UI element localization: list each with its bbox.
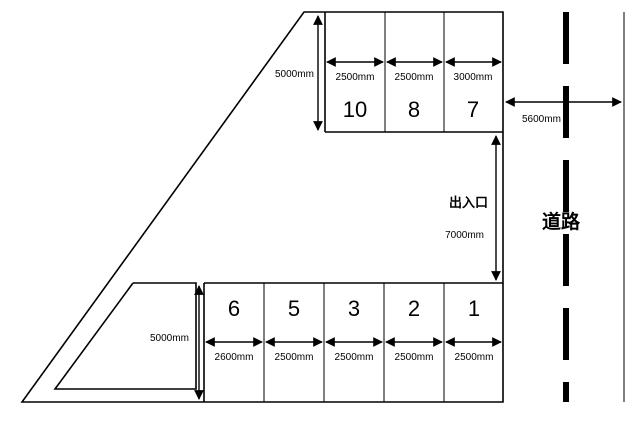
bottom-depth-label: 5000mm — [150, 333, 189, 344]
road-label: 道路 — [542, 210, 581, 233]
space-width-label: 2500mm — [335, 352, 374, 363]
lot-outline — [20, 11, 504, 403]
space-number-1: 1 — [468, 296, 480, 321]
space-width-label: 2500mm — [336, 72, 375, 83]
space-number-6: 6 — [228, 296, 240, 321]
space-width-label: 2500mm — [275, 352, 314, 363]
space-width-label: 2500mm — [395, 72, 434, 83]
space-width-label: 2500mm — [455, 352, 494, 363]
road: 5600mm 道路 — [505, 12, 625, 402]
entrance-label: 出入口 — [449, 195, 488, 211]
space-number-2: 2 — [408, 296, 420, 321]
top-depth-label: 5000mm — [275, 69, 314, 80]
space-number-5: 5 — [288, 296, 300, 321]
road-width-label: 5600mm — [522, 114, 561, 125]
bottom-row: 5000mm 6 5 3 2 1 2600mm 2500mm 2500mm 25… — [53, 282, 503, 402]
space-number-7: 7 — [467, 97, 479, 122]
space-number-3: 3 — [348, 296, 360, 321]
space-width-label: 2500mm — [395, 352, 434, 363]
space-number-10: 10 — [343, 97, 367, 122]
space-number-8: 8 — [408, 97, 420, 122]
space-width-label: 3000mm — [454, 72, 493, 83]
top-row: 5000mm 2500mm 2500mm 3000mm 10 8 7 — [275, 12, 502, 132]
entrance-width-label: 7000mm — [445, 230, 484, 241]
space-width-label: 2600mm — [215, 352, 254, 363]
entrance: 出入口 7000mm — [445, 135, 501, 281]
